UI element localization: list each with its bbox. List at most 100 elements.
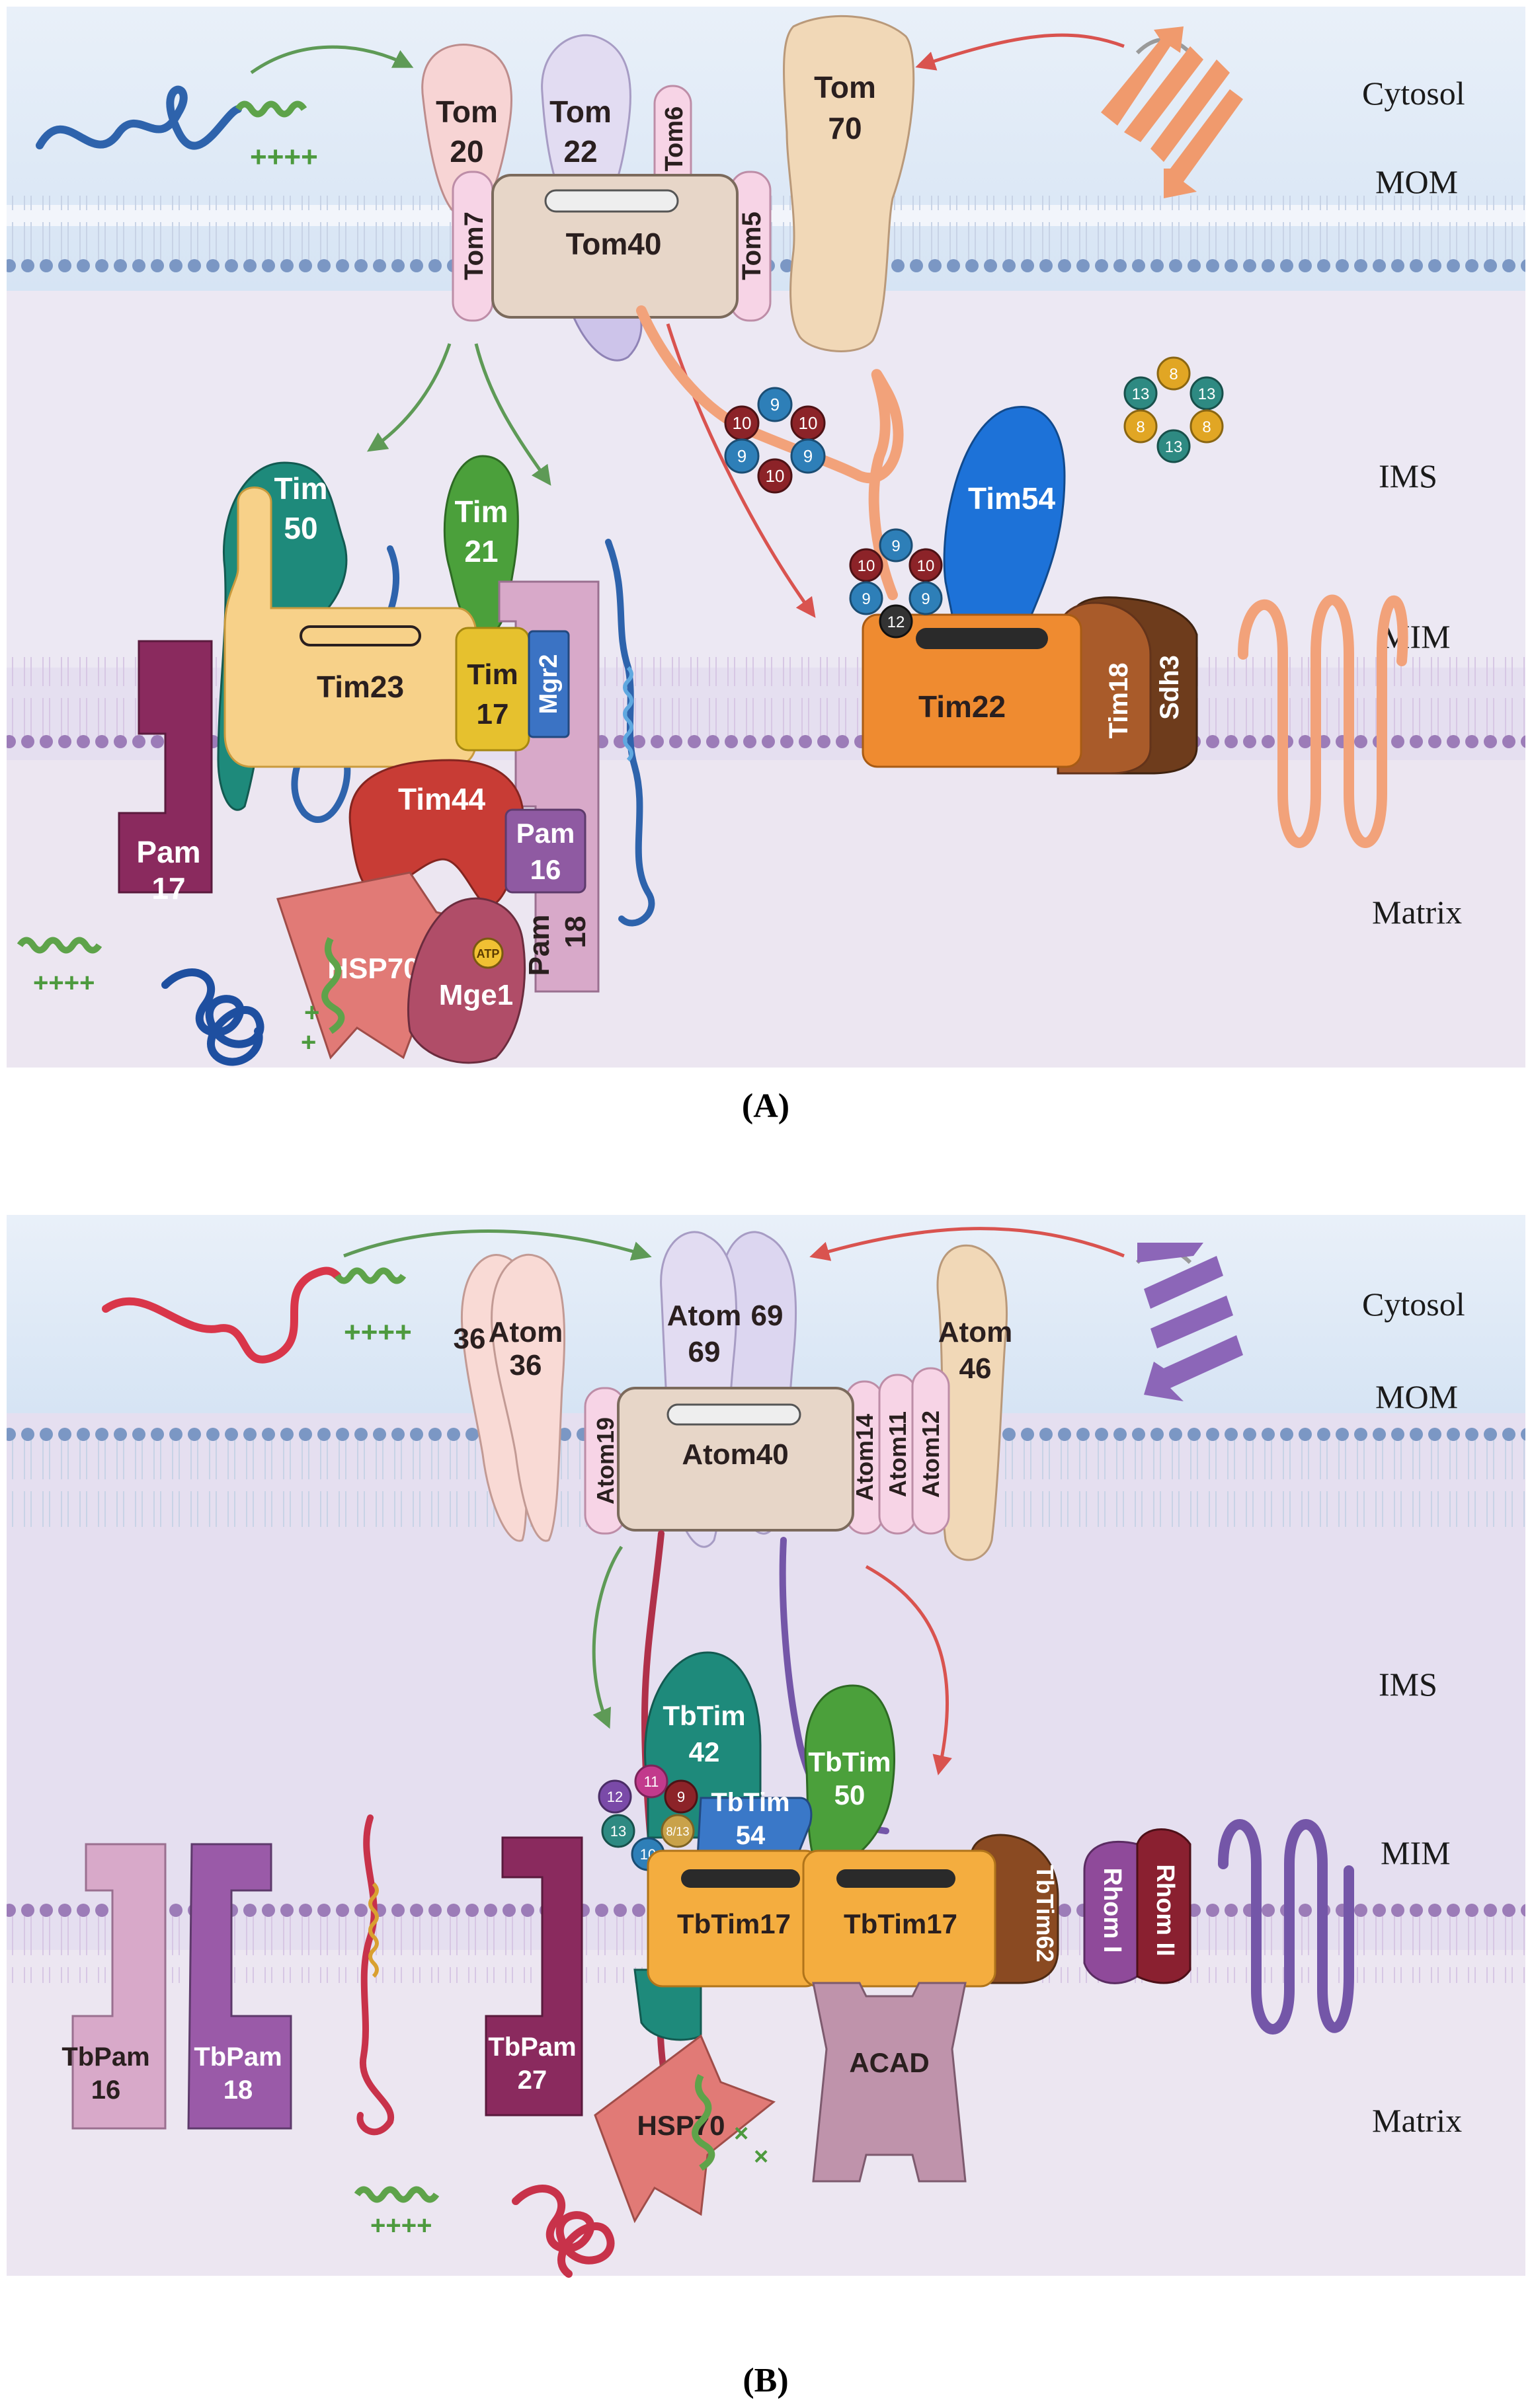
chap-b-4: 8: [1136, 418, 1145, 436]
chap-b-6: 13: [1165, 438, 1183, 456]
tom6-label: Tom6: [661, 106, 688, 172]
bound-chap-2: 10: [858, 557, 875, 575]
bound-chap-5: 9: [921, 590, 930, 608]
hsp70-b-presequence: [692, 2074, 715, 2171]
tom22-label-1: Tom: [549, 95, 612, 129]
tbtim17-a-label: TbTim17: [677, 1908, 791, 1939]
tbpam27-label-2: 27: [518, 2066, 547, 2095]
pam17-label-1: Pam: [136, 835, 200, 869]
pam17: Pam 17: [118, 640, 213, 906]
import-arrow: [250, 45, 414, 75]
tbtim54-label-2: 54: [736, 1821, 766, 1850]
bound-chap-1: 9: [891, 537, 900, 555]
arrow-to-tbtim-green: [592, 1545, 624, 1729]
chap-b-1: 8: [1169, 366, 1178, 383]
atp-label: ATP: [477, 947, 500, 960]
atom69-back-label: 69: [751, 1300, 784, 1332]
acad-label: ACAD: [849, 2047, 929, 2078]
tbtim62-label: TbTim62: [1031, 1865, 1059, 1962]
matrix-charge-1: +: [304, 998, 319, 1027]
tbtim54: [696, 1797, 813, 1859]
inserted-carrier: [1238, 594, 1408, 848]
rhom1-label: Rhom I: [1098, 1868, 1126, 1953]
cleaved-charge-b: ++++: [370, 2211, 432, 2240]
presequence-helix: [235, 100, 307, 118]
chap-b-3: 13: [1198, 385, 1216, 403]
atom19-label: Atom19: [592, 1417, 619, 1504]
inserted-carrier-b: [1218, 1819, 1354, 2035]
tim21-label-2: 21: [464, 534, 498, 568]
precursor-protein: [36, 85, 242, 150]
tom40-pore: [544, 189, 679, 213]
atom36-label-1: Atom: [489, 1316, 563, 1348]
tom-complex: Tom 20 Tom 22 Tom6 Tom 70 Tom7 Tom5 Tom4…: [421, 15, 915, 362]
tom70: [783, 15, 915, 352]
beta-barrel-arrow-b: [809, 1227, 1125, 1261]
small-tim-3: 9: [677, 1789, 685, 1805]
pam18-label-2: 18: [559, 916, 592, 949]
tbtim50-label-2: 50: [834, 1779, 866, 1810]
cleaved-presequence: [17, 937, 102, 954]
tom70-label-2: 70: [828, 111, 862, 145]
tbtim17-a-pore: [681, 1869, 800, 1888]
tim50-label-1: Tim: [274, 471, 328, 506]
region-label-cytosol: Cytosol: [1362, 75, 1465, 112]
tim22: [862, 613, 1082, 768]
atom69-label-1: Atom: [667, 1300, 741, 1332]
presequence-charge-b: ++++: [344, 1316, 412, 1348]
tbtim50: [804, 1684, 895, 1859]
tbpam16: [71, 1843, 167, 2130]
hsp70-b-charge-1: ×: [734, 2120, 748, 2148]
pam16-label-2: 16: [530, 854, 561, 885]
small-tim-4: 13: [610, 1823, 626, 1840]
tom40-label: Tom40: [566, 227, 662, 261]
atom40-pore: [666, 1403, 801, 1426]
chap-b-2: 13: [1132, 385, 1150, 403]
folded-protein-b: [512, 2185, 615, 2278]
cleaved-presequence-b: [354, 2186, 440, 2203]
atom46-label-1: Atom: [938, 1316, 1012, 1348]
tim21-label-1: Tim: [455, 494, 508, 529]
beta-barrel-precursor: [1101, 26, 1243, 198]
atom12: [911, 1367, 950, 1535]
pam17-label-2: 17: [151, 871, 185, 906]
tbpam27: [485, 1836, 583, 2117]
arrow-to-tim22: [666, 323, 816, 618]
tim50-label-2: 50: [284, 511, 317, 545]
region-label-ims: IMS: [1379, 457, 1437, 494]
presequence-charge: ++++: [250, 141, 318, 173]
tim17-label-2: 17: [477, 698, 509, 730]
matrix-presequence: [321, 937, 345, 1034]
precursor-protein-b: [102, 1266, 341, 1364]
pam16-label-1: Pam: [516, 818, 575, 849]
atom12-label: Atom12: [917, 1411, 944, 1498]
hsp70-b-label: HSP70: [637, 2110, 725, 2141]
panel-a: Cytosol MOM IMS MIM Matrix ++++ Tom 20 T…: [7, 7, 1525, 1068]
panel-a-caption: (A): [742, 1087, 789, 1125]
atom36-back-label: 36: [454, 1323, 486, 1355]
region-label-cytosol-b: Cytosol: [1362, 1286, 1465, 1323]
mge1-label: Mge1: [439, 979, 513, 1011]
region-label-matrix-b: Matrix: [1372, 2102, 1462, 2139]
tim54: [943, 406, 1066, 616]
tim23-pore: [300, 625, 421, 646]
chap-a-4: 9: [737, 446, 746, 466]
tbtim17-b-label: TbTim17: [844, 1908, 957, 1939]
lateral-precursor-b: [356, 1814, 395, 2136]
hsp70-b-charge-2: ×: [754, 2143, 768, 2171]
chap-a-2: 10: [733, 413, 752, 433]
acad: [812, 1982, 967, 2183]
chap-b-5: 8: [1202, 418, 1211, 436]
atom14-label: Atom14: [851, 1414, 878, 1501]
region-label-mom-b: MOM: [1375, 1378, 1458, 1415]
atom11-label: Atom11: [884, 1411, 911, 1497]
tim17-label-1: Tim: [467, 658, 518, 691]
tbtim42-label-1: TbTim: [663, 1700, 745, 1731]
folded-protein: [161, 968, 264, 1066]
tim22-pore: [916, 628, 1048, 649]
pam18-label-1: Pam: [523, 915, 555, 976]
small-tim-5: 8/13: [666, 1825, 689, 1838]
region-label-mom: MOM: [1375, 163, 1458, 200]
hsp70-b: [594, 2034, 776, 2224]
tom20-label-2: 20: [450, 134, 483, 169]
